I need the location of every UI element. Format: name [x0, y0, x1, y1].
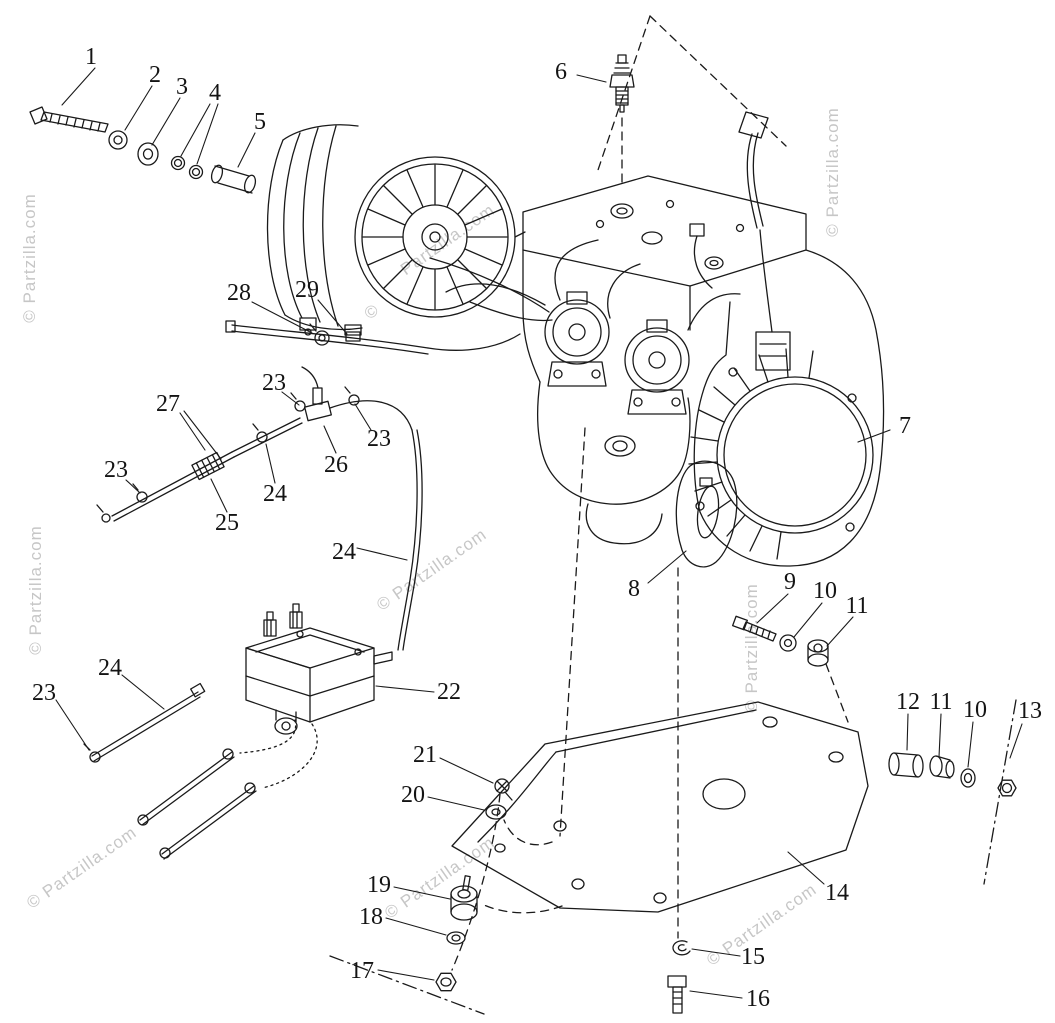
engine-assembly-drawing [429, 111, 807, 545]
hardware-17-21-drawing [329, 778, 563, 1015]
side-cover-8-drawing [675, 460, 738, 568]
construction-lines [559, 15, 849, 939]
washers-2-3-4-drawing [108, 130, 204, 180]
hardware-9-10-11-drawing [732, 615, 829, 667]
hardware-12-11-10-13-drawing [888, 699, 1017, 885]
fan-shroud-7-drawing [688, 249, 885, 567]
fuel-line-cluster-drawing [96, 366, 423, 651]
bottom-hoses-drawing [83, 682, 318, 860]
spacer-5-drawing [210, 164, 257, 194]
leader-lines [55, 67, 1023, 999]
bolt-1-drawing [29, 106, 109, 133]
washer-15-bolt-16-drawing [667, 940, 691, 1014]
fuel-pump-22-drawing [245, 603, 393, 735]
spark-plug-6-drawing [609, 54, 635, 113]
skid-plate-14-drawing [451, 701, 869, 913]
recoil-fan-assembly-drawing [266, 124, 526, 336]
cable-28-29-drawing [225, 320, 521, 355]
